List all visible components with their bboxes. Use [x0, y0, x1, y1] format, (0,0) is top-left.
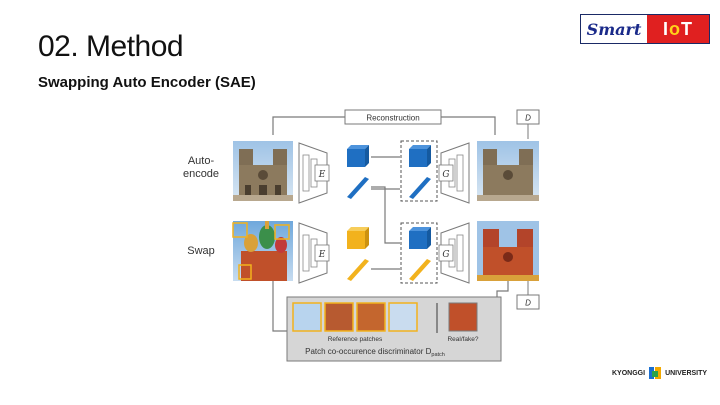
- real-fake-label: Real/fake?: [447, 336, 478, 343]
- discriminator-top: D: [516, 109, 540, 139]
- kyonggi-university-logo: KYONGGI UNIVERSITY: [612, 367, 707, 379]
- row-label-autoencode-text: Auto- encode: [182, 155, 220, 180]
- combined-code-row1: [400, 140, 438, 202]
- slide-subtitle: Swapping Auto Encoder (SAE): [38, 74, 256, 91]
- input-image-st-basil: [232, 221, 293, 281]
- patch-discriminator-panel: Reference patches Real/fake? Patch co-oc…: [272, 281, 509, 362]
- discriminator-bottom: D: [516, 281, 540, 310]
- patch-disc-main: Patch co-occurence discriminator D: [305, 347, 431, 356]
- latent-texture-yellow-2: [347, 259, 369, 281]
- patch-disc-sub: patch: [431, 352, 444, 358]
- logo-smart-text: Smart: [586, 19, 642, 39]
- input-image-notre-dame: [233, 141, 293, 201]
- generator-row1-label: G: [442, 170, 449, 180]
- row-label-swap: Swap: [187, 245, 215, 257]
- encoder-row2-label: E: [318, 250, 326, 260]
- slide-title: 02. Method: [38, 30, 184, 63]
- row-label-autoencode: Auto- encode: [175, 155, 227, 181]
- encoder-row1-label: E: [318, 170, 326, 180]
- swap-connectors: [371, 156, 400, 270]
- reference-patches-label: Reference patches: [328, 336, 383, 343]
- encoder-row1: E: [298, 142, 330, 204]
- sae-diagram-svg: Reconstruction D: [232, 109, 540, 362]
- generator-row2-label: G: [442, 250, 449, 260]
- footer-kyonggi: KYONGGI: [612, 369, 646, 377]
- encoder-row2: E: [298, 222, 330, 284]
- output-image-swapped: [477, 221, 539, 281]
- reconstruction-label: Reconstruction: [366, 114, 419, 123]
- sae-diagram: Reconstruction D: [175, 105, 570, 365]
- generator-row2: G: [438, 222, 470, 284]
- logo-iot-i: I: [662, 18, 669, 39]
- discriminator-top-label: D: [525, 114, 531, 123]
- latent-structure-yellow-2: [347, 227, 369, 249]
- footer-university: UNIVERSITY: [665, 369, 708, 377]
- patch-discriminator-label: Patch co-occurence discriminator Dpatch: [305, 347, 445, 358]
- logo-iot-o: o: [669, 18, 681, 39]
- discriminator-bottom-label: D: [525, 299, 531, 308]
- latent-structure-blue-1: [347, 145, 369, 167]
- logo-iot-t: T: [681, 18, 693, 39]
- latent-texture-blue-1: [347, 177, 369, 199]
- output-image-reconstruction: [477, 141, 539, 201]
- generator-row1: G: [438, 142, 470, 204]
- reconstruction-loop: Reconstruction: [272, 109, 496, 135]
- university-mark-icon: [649, 367, 662, 379]
- combined-code-row2: [400, 222, 438, 284]
